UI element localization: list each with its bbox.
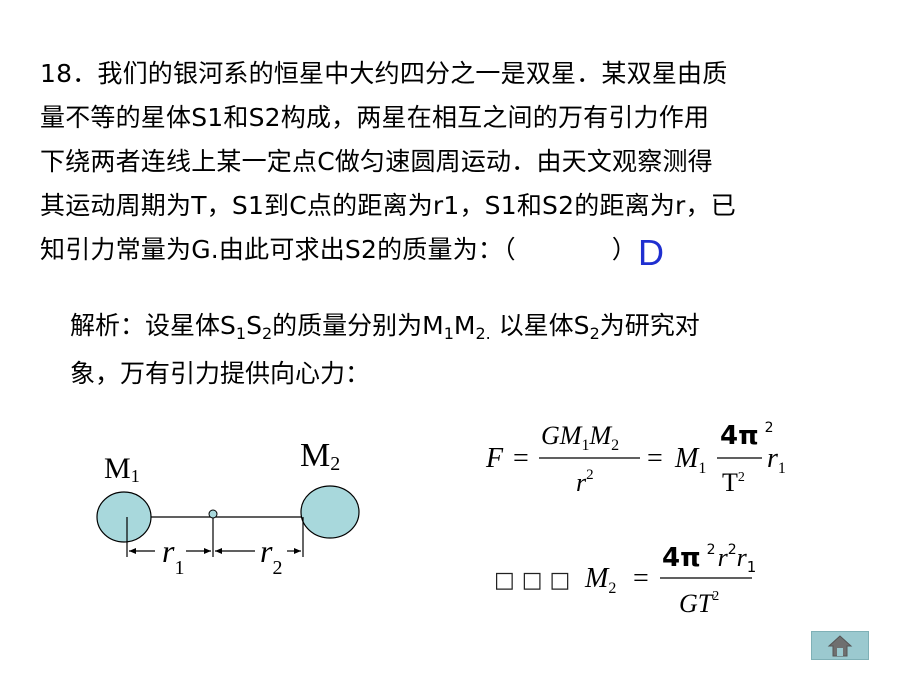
star-m1: [96, 491, 152, 543]
problem-line: 量不等的星体S1和S2构成，两星在相互之间的万有引力作用: [40, 103, 710, 132]
home-icon: [827, 634, 853, 656]
formula-denominator: T2: [722, 468, 745, 497]
formula-symbol: F: [485, 443, 504, 474]
formula-denominator: GT2: [679, 589, 719, 618]
problem-text: 18．我们的银河系的恒星中大约四分之一是双星．某双星由质 量不等的星体S1和S2…: [40, 52, 870, 272]
arrow-head-icon: [129, 548, 136, 554]
arrow-head-icon: [215, 548, 222, 554]
analysis-text: 解析：设星体S1S2的质量分别为M1M2. 以星体S2为研究对 象，万有引力提供…: [70, 306, 700, 394]
star-m2: [300, 485, 360, 539]
binary-star-diagram: M1 M2 r1 r2: [96, 437, 360, 579]
formula-denominator: r2: [576, 467, 594, 497]
formula-numerator: GM1M2: [541, 421, 619, 454]
formula-mass: M1: [674, 443, 706, 477]
answer-choice: D: [638, 232, 664, 273]
label-m2: M2: [300, 437, 340, 475]
label-r1: r1: [162, 533, 184, 579]
formula-symbol: =: [633, 563, 649, 594]
problem-line: 18．我们的银河系的恒星中大约四分之一是双星．某双星由质: [40, 59, 728, 88]
problem-line: 知引力常量为G.由此可求出S2的质量为：（）: [40, 235, 637, 264]
label-m1: M1: [104, 452, 140, 486]
formula-lhs: M2: [584, 563, 616, 597]
analysis-line-1: 解析：设星体S1S2的质量分别为M1M2. 以星体S2为研究对: [70, 311, 700, 343]
formula-symbol: =: [647, 443, 663, 474]
formula-radius: r1: [767, 443, 786, 477]
problem-line: 下绕两者连线上某一定点C做匀速圆周运动．由天文观察测得: [40, 147, 713, 176]
problem-line: 其运动周期为T，S1到C点的距离为r1，S1和S2的距离为r，已: [40, 191, 736, 220]
arrow-head-icon: [204, 548, 211, 554]
formula-prefix: □ □ □: [494, 568, 570, 593]
formula-symbol: =: [513, 443, 529, 474]
label-r2: r2: [260, 533, 282, 579]
home-button[interactable]: [811, 631, 869, 660]
center-point-c: [208, 509, 218, 519]
analysis-line-2: 象，万有引力提供向心力：: [70, 359, 371, 388]
arrow-head-icon: [294, 548, 301, 554]
